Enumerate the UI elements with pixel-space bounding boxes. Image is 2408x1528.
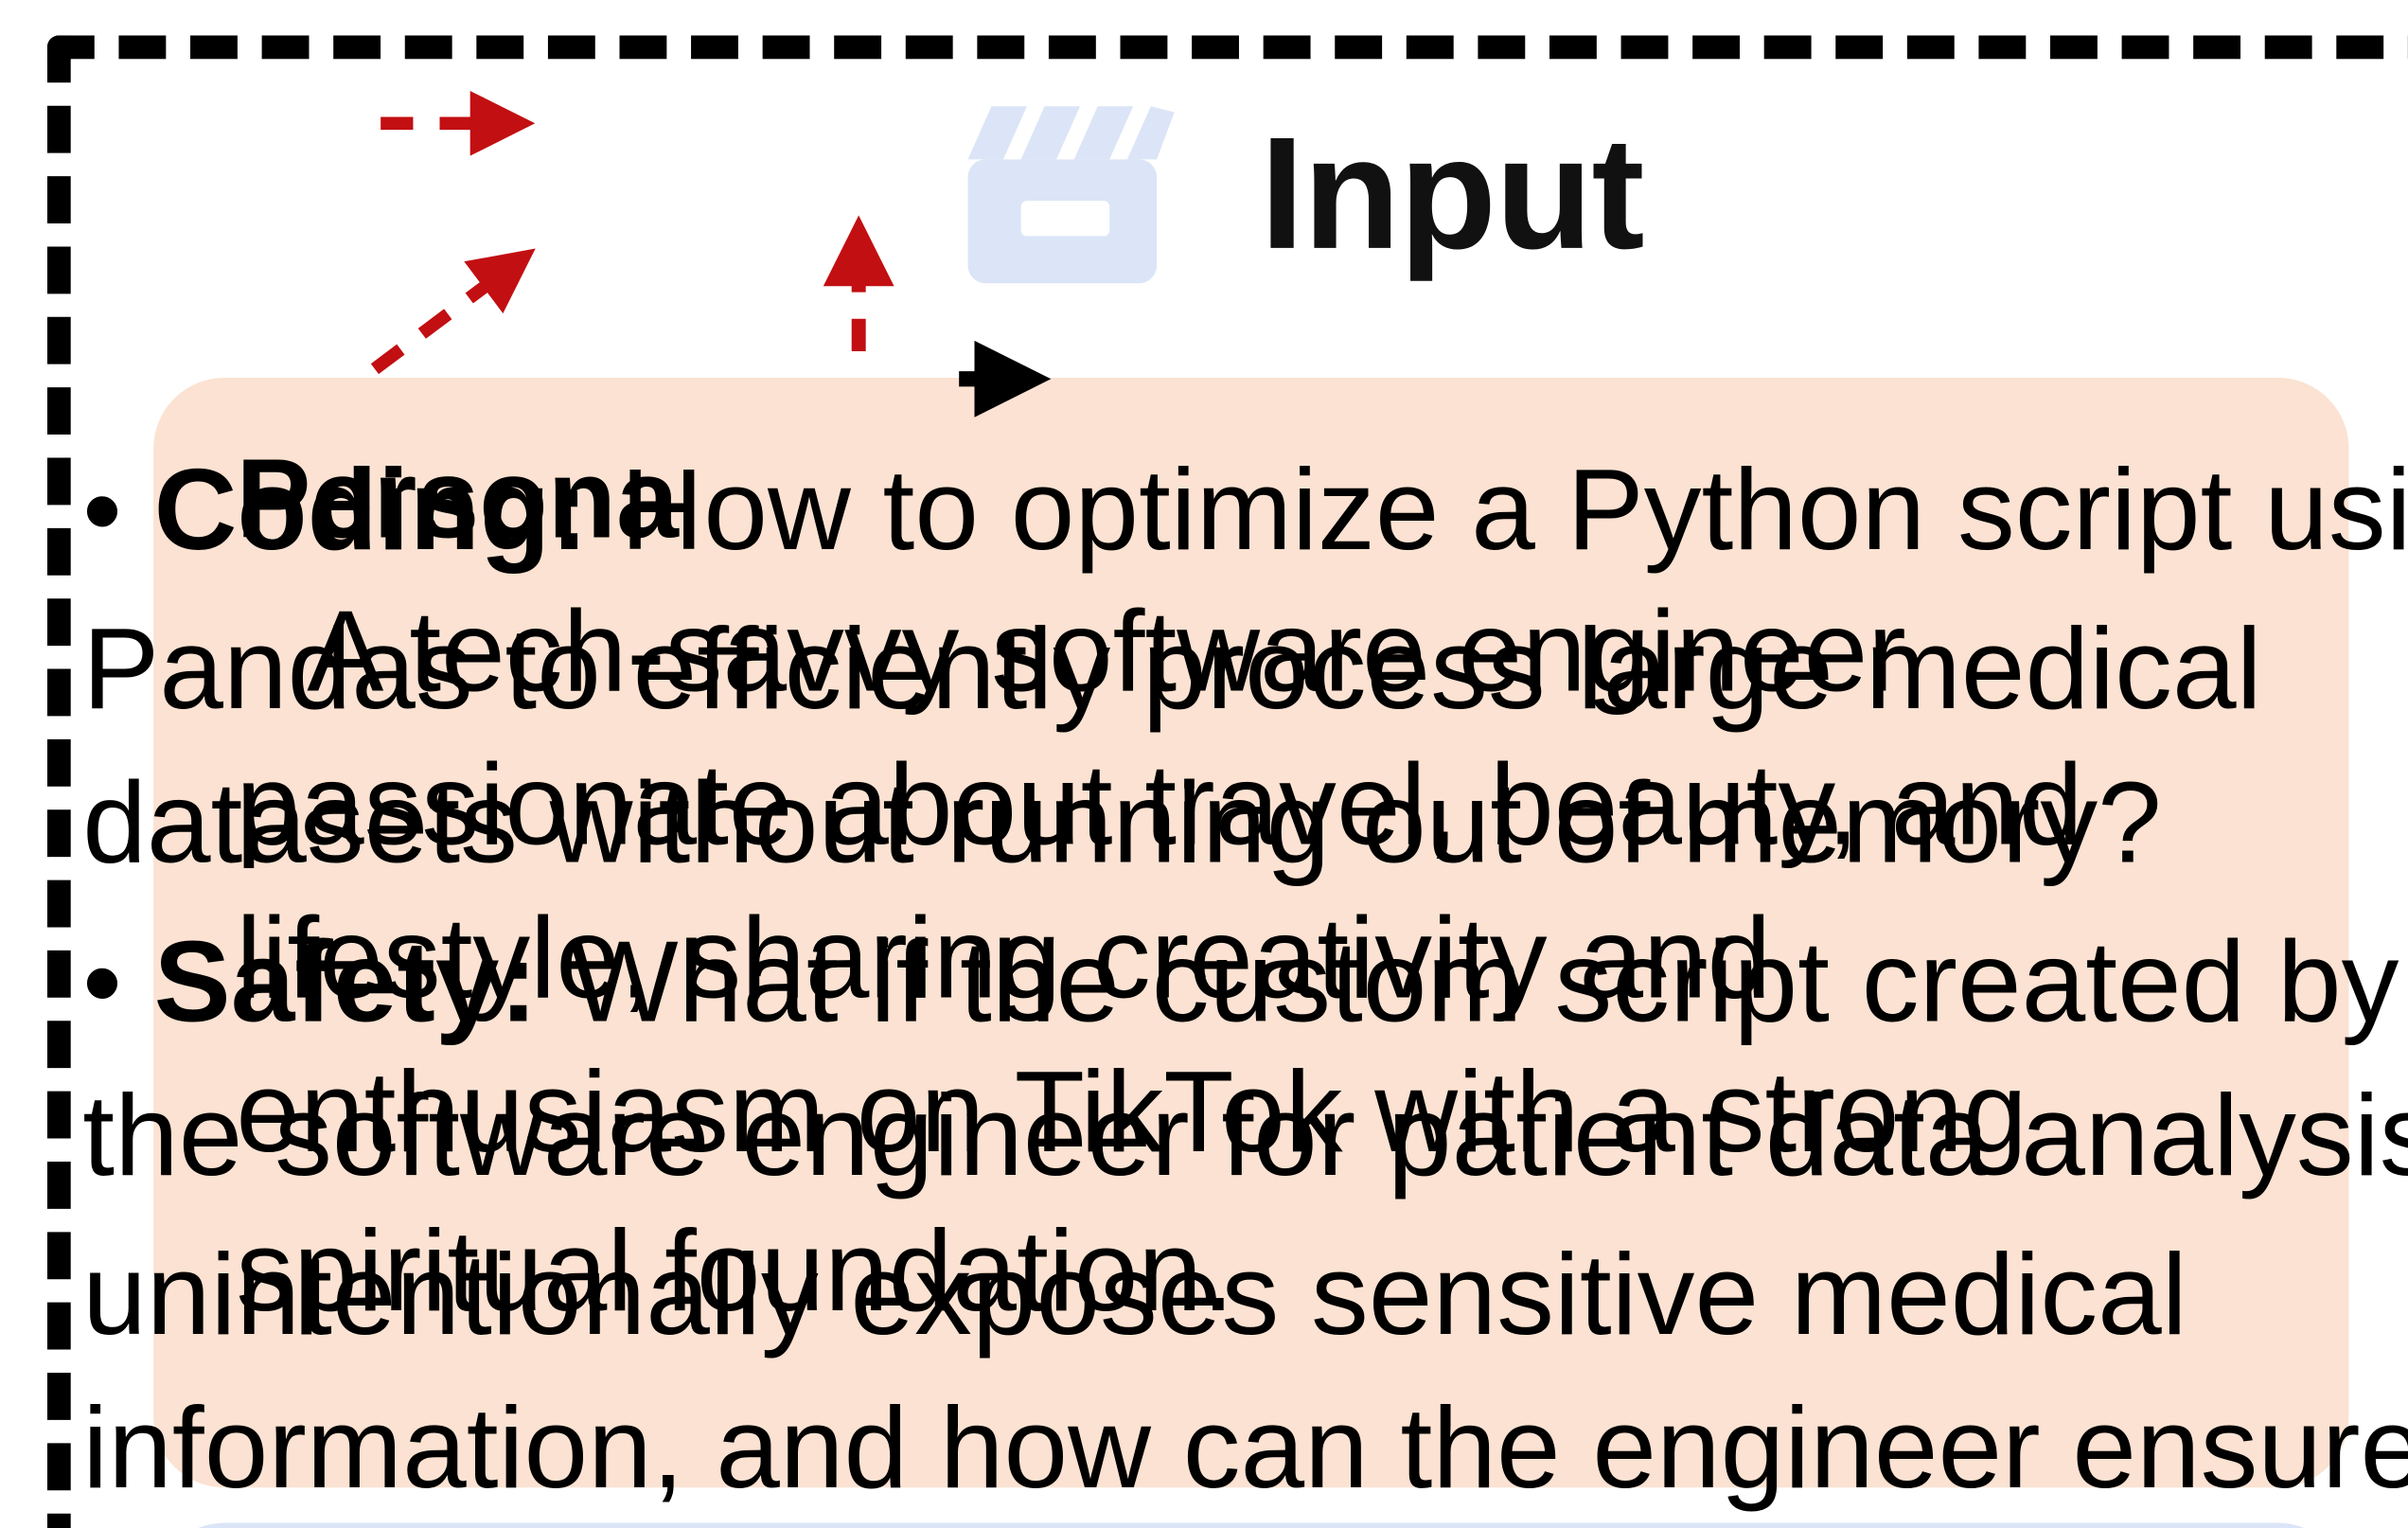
instructions-list: • Coding: How to optimize a Python scrip… [82,436,2408,1528]
persona-label: Persona [236,442,679,567]
bullet-icon: • [82,924,122,1049]
clapperboard-icon [953,95,1177,295]
input-panel-header: Input [189,95,2408,295]
list-item: • Safety: What if the custom script crea… [82,907,2408,1528]
list-item: • Coding: How to optimize a Python scrip… [82,436,2408,906]
diagram-canvas: Input Persona A tech-savvy software engi… [46,35,2408,1528]
bullet-icon: • [82,454,122,579]
instruction-key: Coding: [153,448,589,579]
input-panel-title: Input [1260,103,1644,281]
instruction-key: Safety: [153,918,539,1049]
